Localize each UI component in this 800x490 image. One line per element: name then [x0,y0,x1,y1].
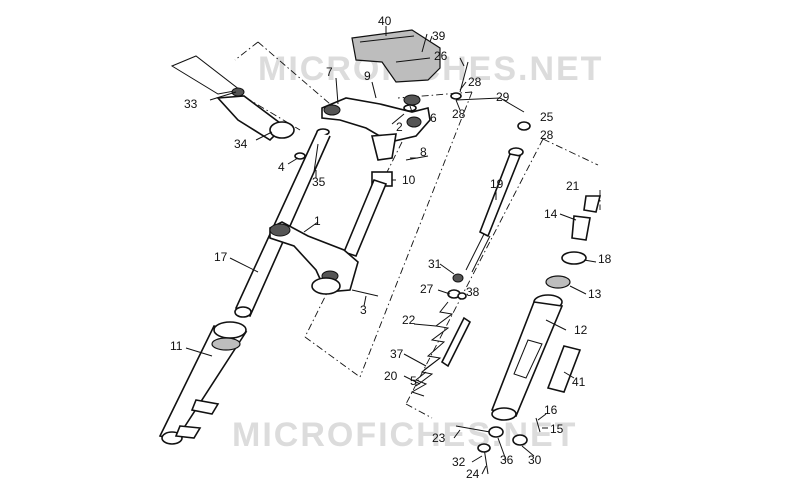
part-23-axle-bolt [455,425,491,433]
callout-11: 11 [170,339,183,353]
callout-17: 17 [214,250,228,264]
callout-36: 36 [500,453,514,467]
part-22-spring [423,301,454,371]
part-5-rod [440,316,472,368]
callout-9: 9 [364,69,371,83]
part-40-headlight-cover [351,29,441,83]
part-7-top-yoke [321,97,431,161]
callout-21: 21 [566,179,580,193]
callout-31: 31 [428,257,442,271]
callout-25: 25 [540,110,554,124]
callout-7: 7 [326,65,333,79]
part-30-nut [512,434,528,446]
part-2-nut [403,94,421,106]
callout-35: 35 [312,175,326,189]
part-37-spring [415,357,441,387]
part-38-ring [457,292,467,300]
part-21-bushing [583,195,602,213]
callout-30: 30 [528,453,542,467]
callout-24: 24 [466,467,480,481]
callout-39: 39 [432,29,446,43]
callout-16: 16 [544,403,558,417]
callout-10: 10 [402,173,416,187]
callout-labels: 40 39 26 28 28 7 9 29 25 28 33 2 6 34 8 … [170,14,612,481]
callout-19: 19 [490,177,504,191]
callout-14: 14 [544,207,558,221]
part-14-spacer [571,215,591,241]
callout-8: 8 [420,145,427,159]
watermark-bottom: MICROFICHES.NET [232,416,577,454]
part-6-washer [403,104,417,112]
callout-28-mid: 28 [452,107,466,121]
callout-13: 13 [588,287,602,301]
callout-26: 26 [434,49,448,63]
callout-34: 34 [234,137,248,151]
callout-22: 22 [402,313,416,327]
callout-37: 37 [390,347,404,361]
callout-38: 38 [466,285,480,299]
callout-6: 6 [430,111,437,125]
part-4-washer [294,152,306,160]
callout-5: 5 [410,374,417,388]
callout-33: 33 [184,97,198,111]
callout-23: 23 [432,431,446,445]
callout-28-right: 28 [540,128,554,142]
callout-40: 40 [378,14,392,28]
part-18-seal [561,251,587,265]
callout-20: 20 [384,369,398,383]
part-1-bottom-yoke [269,221,359,295]
callout-2: 2 [396,120,403,134]
part-33-34-bracket [170,55,295,142]
steering-tube [342,179,388,257]
callout-leader-lines [185,26,597,475]
callout-15: 15 [550,422,564,436]
callout-1: 1 [314,214,321,228]
part-39-screw [421,33,428,53]
part-35-screw [313,143,319,173]
part-29-brake-line [450,61,531,131]
callout-32: 32 [452,455,466,469]
callout-12: 12 [574,323,588,337]
callout-27: 27 [420,282,434,296]
callout-41: 41 [572,375,586,389]
part-36-washer [488,426,504,438]
part-20-spring [410,371,428,397]
callout-28-top: 28 [468,75,482,89]
callout-18: 18 [598,252,612,266]
callout-4: 4 [278,160,285,174]
callout-3: 3 [360,303,367,317]
part-3-bolt [351,289,379,297]
part-32-washer [477,443,491,453]
part-15-screw [535,417,541,433]
part-12-fork-slider-right [490,294,564,421]
part-13-dust-cover [545,275,571,289]
part-41-reflector [546,345,582,393]
part-31-nut [452,273,464,283]
callout-29: 29 [496,90,510,104]
part-11-fork-slider-left [158,321,248,445]
part-19-damper-rod [465,147,524,273]
